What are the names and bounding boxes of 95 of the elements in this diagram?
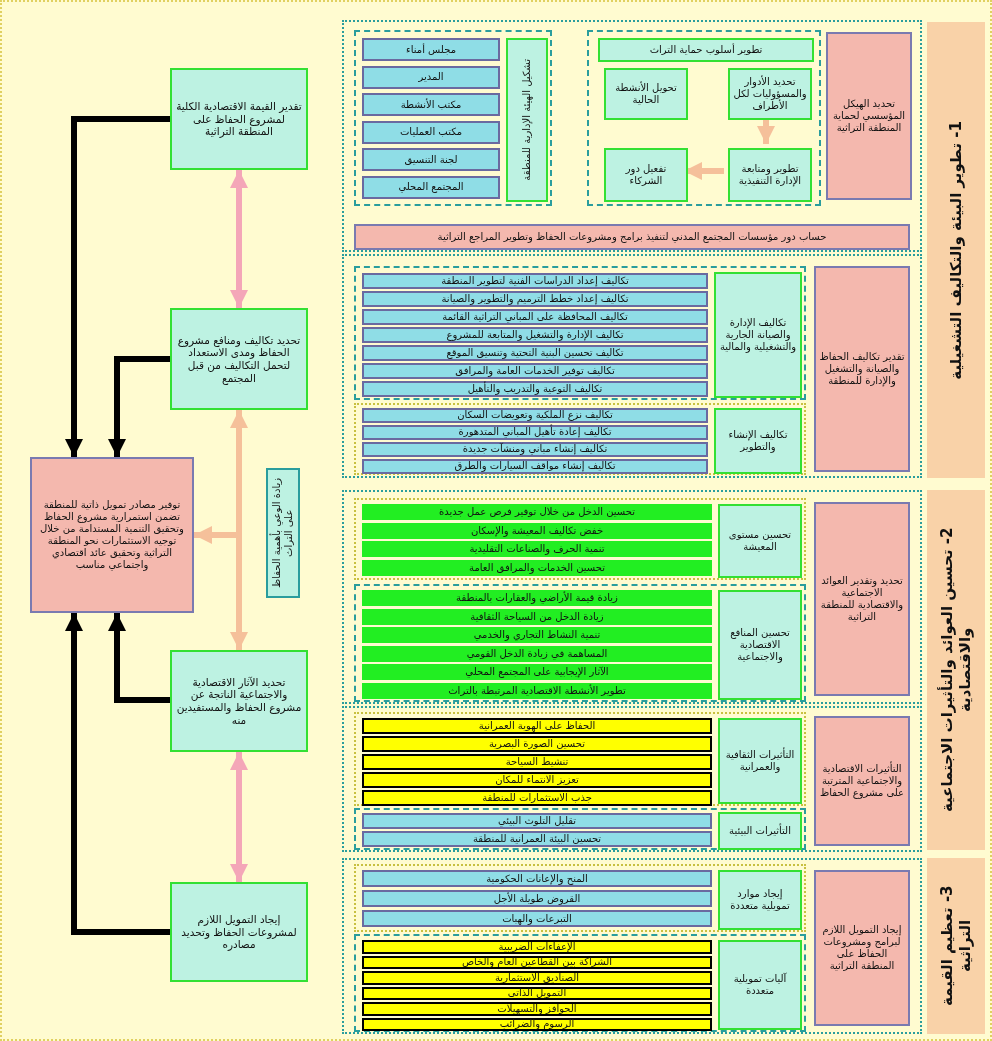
item-bar: تكاليف نزع الملكية وتعويضات السكان — [362, 408, 708, 423]
item-bar: تحسين الدخل من خلال توفير فرص عمل جديدة — [362, 504, 712, 520]
item-bar: مكتب الأنشطة — [362, 93, 500, 116]
item-bar: تحسين الخدمات والمرافق العامة — [362, 559, 712, 576]
category-box: تكاليف الإدارة والصيانة الجارية والتشغيلية والمالية — [714, 272, 802, 398]
double-arrow — [230, 410, 248, 650]
category-box: تحسين مستوى المعيشة — [718, 504, 802, 578]
arrow — [194, 526, 239, 544]
item-bar: تنمية الحرف والصناعات التقليدية — [362, 541, 712, 557]
item-bar: تكاليف إنشاء مواقف السيارات والطرق — [362, 459, 708, 474]
double-arrow — [230, 752, 248, 882]
item-bar: تكاليف إعداد خطط الترميم والتطوير والصيانة — [362, 291, 708, 307]
item-bar: جذب الاستثمارات للمنطقة — [362, 790, 712, 806]
arrow — [65, 116, 170, 457]
item-bar: التمويل الذاتي — [362, 986, 712, 1000]
group-frame — [354, 498, 806, 580]
goal-box: تحديد وتقدير العوائد الاجتماعية والاقتصادية للمنطقة التراثية — [814, 502, 910, 696]
item-bar: تكاليف توفير الخدمات العامة والمرافق — [362, 363, 708, 379]
group-frame — [354, 934, 806, 1032]
item-bar: تكاليف الإدارة والتشغيل والمتابعة للمشروع — [362, 327, 708, 343]
stage-box: إيجاد التمويل اللازم لمشروعات الحفاظ وتحديد مصادره — [170, 882, 308, 982]
item-bar: تكاليف المحافظة على المباني التراثية القائمة — [362, 309, 708, 325]
category-box: التأثيرات الثقافية والعمرانية — [718, 718, 802, 804]
goal-box: تقدير تكاليف الحفاظ والصيانة والتشغيل والإدارة للمنطقة — [814, 266, 910, 472]
item-bar: تقليل التلوث البيئي — [362, 813, 712, 829]
item-bar: تحسين الصورة البصرية — [362, 736, 712, 752]
category-box: تكاليف الإنشاء والتطوير — [714, 408, 802, 474]
group-frame — [354, 584, 806, 702]
item-bar: المساهمة في زيادة الدخل القومي — [362, 645, 712, 662]
double-arrow — [230, 170, 248, 308]
category-box: التأثيرات البيئية — [718, 812, 802, 850]
section-frame — [342, 254, 922, 478]
goal-box: إيجاد التمويل اللازم لبرامج ومشروعات الحفاظ على المنطقة التراثية — [814, 870, 910, 1026]
item-bar: تحسين البيئة العمرانية للمنطقة — [362, 831, 712, 847]
section-frame — [342, 706, 922, 852]
item-bar: خفض تكاليف المعيشة والإسكان — [362, 522, 712, 539]
group-frame — [354, 266, 806, 400]
item-bar: زيادة قيمة الأراضي والعقارات بالمنطقة — [362, 590, 712, 606]
group-frame — [354, 403, 806, 475]
item-bar: تكاليف تحسين البنية التحتية وتنسيق الموقع — [362, 345, 708, 361]
stage-box: تحديد الآثار الاقتصادية والاجتماعية الناتجة عن مشروع الحفاظ والمستفيدين منه — [170, 650, 308, 752]
item-bar: المدير — [362, 65, 500, 89]
item-bar: تكاليف التوعية والتدريب والتأهيل — [362, 381, 708, 397]
item-bar: الإعفاءات الضريبية — [362, 940, 712, 954]
goal-box: حساب دور مؤسسات المجتمع المدني لتنفيذ برامج ومشروعات الحفاظ وتطوير المراجع التراثية — [354, 224, 910, 250]
note-box: زيادة الوعي بأهمية الحفاظ على التراث — [266, 468, 300, 598]
category-box: تفعيل دور الشركاء — [604, 148, 688, 202]
group-frame — [354, 808, 806, 850]
goal-box: التأثيرات الاقتصادية والاجتماعية المترتبة على مشروع الحفاظ — [814, 716, 910, 846]
item-bar: تعزيز الانتماء للمكان — [362, 772, 712, 788]
category-box: آليات تمويلية متعددة — [718, 940, 802, 1030]
item-bar: المجتمع المحلي — [362, 175, 500, 199]
arrow — [108, 356, 170, 457]
section-frame — [342, 490, 922, 704]
item-bar: مكتب العمليات — [362, 120, 500, 144]
section-title-band: 1- تطوير البيئة والتكاليف التشغيلية — [927, 22, 985, 478]
category-box: تشكيل الهيئة الإدارية للمنطقة — [506, 38, 548, 202]
section-frame — [342, 858, 922, 1034]
item-bar: تنشيط السياحة — [362, 754, 712, 770]
item-bar: تكاليف إنشاء مباني ومنشآت جديدة — [362, 442, 708, 457]
category-box: تطوير ومتابعة الإدارة التنفيذية — [728, 148, 812, 202]
item-bar: الصناديق الاستثمارية — [362, 971, 712, 985]
item-bar: مجلس أمناء — [362, 38, 500, 61]
item-bar: تكاليف إعداد الدراسات الفنية لتطوير المنطقة — [362, 273, 708, 289]
category-box: إيجاد موارد تمويلية متعددة — [718, 870, 802, 930]
item-bar: الحفاظ على الهوية العمرانية — [362, 718, 712, 734]
group-frame — [354, 712, 806, 806]
item-bar: زيادة الدخل من السياحة الثقافية — [362, 608, 712, 625]
item-bar: الحوافز والتسهيلات — [362, 1002, 712, 1016]
stage-box: تحديد تكاليف ومنافع مشروع الحفاظ ومدى الاستعداد لتحمل التكاليف من قبل المجتمع — [170, 308, 308, 410]
item-bar: تكاليف إعادة تأهيل المباني المتدهورة — [362, 425, 708, 440]
item-bar: تنمية النشاط التجاري والخدمي — [362, 627, 712, 643]
group-frame — [354, 864, 806, 932]
arrow — [65, 613, 170, 935]
category-box: تطوير أسلوب حماية التراث — [598, 38, 814, 62]
section-frame — [342, 20, 922, 252]
item-bar: الرسوم والضرائب — [362, 1017, 712, 1031]
goal-box: تحديد الهيكل المؤسسي لحماية المنطقة التراثية — [826, 32, 912, 200]
category-box: تحويل الأنشطة الحالية — [604, 68, 688, 120]
group-frame — [587, 30, 821, 206]
item-bar: الشراكة بين القطاعين العام والخاص — [362, 955, 712, 969]
item-bar: المنح والإعانات الحكومية — [362, 870, 712, 887]
item-bar: تطوير الأنشطة الاقتصادية المرتبطة بالتراث — [362, 682, 712, 699]
category-box: تحسين المنافع الاقتصادية والاجتماعية — [718, 590, 802, 700]
item-bar: القروض طويلة الأجل — [362, 890, 712, 907]
stage-box: تقدير القيمة الاقتصادية الكلية لمشروع الحفاظ على المنطقة التراثية — [170, 68, 308, 170]
section-title-band: 2- تحسين العوائد والتأثيرات الاجتماعية والاقتصادية — [927, 490, 985, 850]
arrow — [108, 613, 170, 703]
item-bar: التبرعات والهبات — [362, 910, 712, 927]
item-bar: الآثار الإيجابية على المجتمع المحلي — [362, 664, 712, 680]
category-box: تحديد الأدوار والمسؤوليات لكل الأطراف — [728, 68, 812, 120]
item-bar: لجنة التنسيق — [362, 148, 500, 171]
section-title-band: 3- تعظيم القيمة التراثية — [927, 858, 985, 1034]
group-frame — [354, 30, 552, 206]
goal-box: توفير مصادر تمويل ذاتية للمنطقة تضمن استمرارية مشروع الحفاظ وتحقيق التنمية المستدامة من خلال توجيه الاستثمارات نحو المنطقة التراثية وتحقيق عائد اقتصادي واجتماعي مناسب — [30, 457, 194, 613]
